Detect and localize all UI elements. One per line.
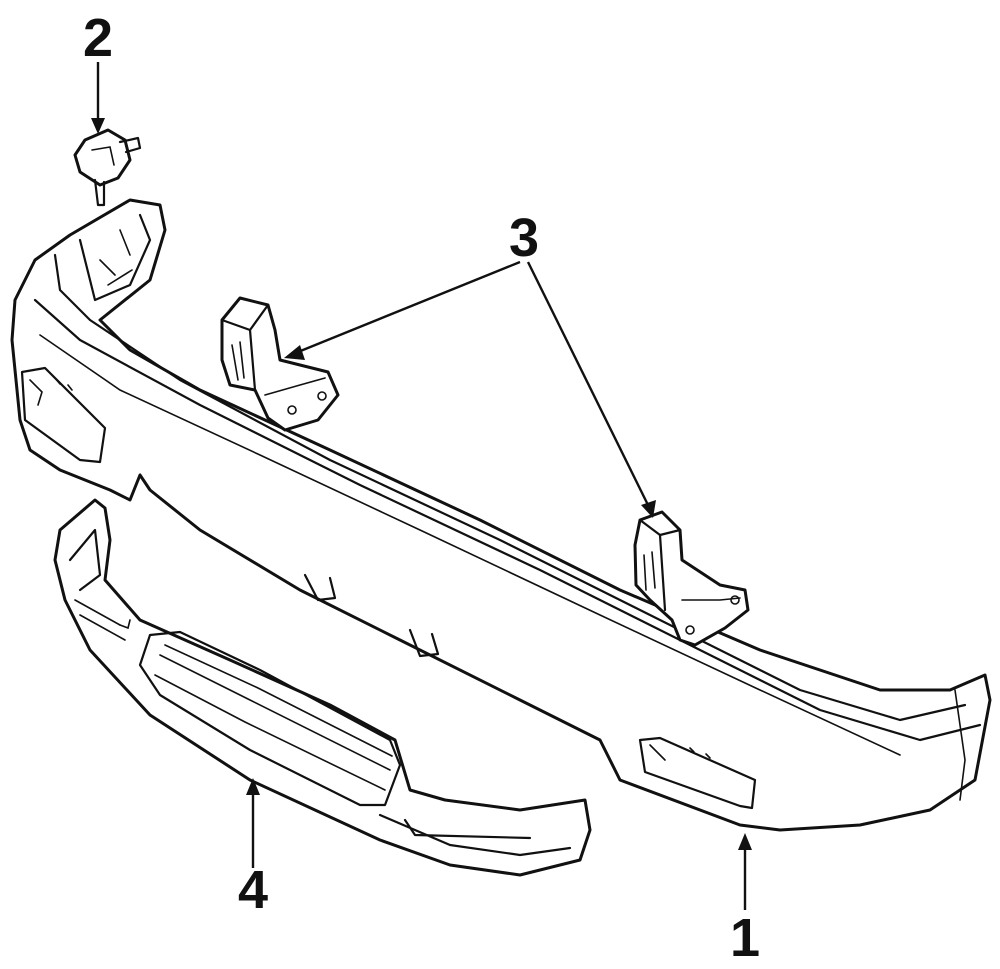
reinforcement-bracket-left — [220, 296, 340, 432]
callout-1: 1 — [730, 908, 760, 968]
reinforcement-bracket-right — [633, 510, 750, 647]
leader-line-2 — [91, 62, 105, 134]
leader-line-4 — [246, 778, 260, 868]
callout-3: 3 — [509, 208, 539, 268]
lower-valance-panel — [53, 498, 592, 877]
leader-line-3 — [284, 260, 656, 518]
mounting-bracket-small — [73, 128, 142, 207]
bumper-face-bar — [10, 198, 992, 832]
callout-2: 2 — [83, 8, 113, 68]
callout-4: 4 — [238, 860, 268, 920]
leader-line-1 — [738, 833, 752, 910]
